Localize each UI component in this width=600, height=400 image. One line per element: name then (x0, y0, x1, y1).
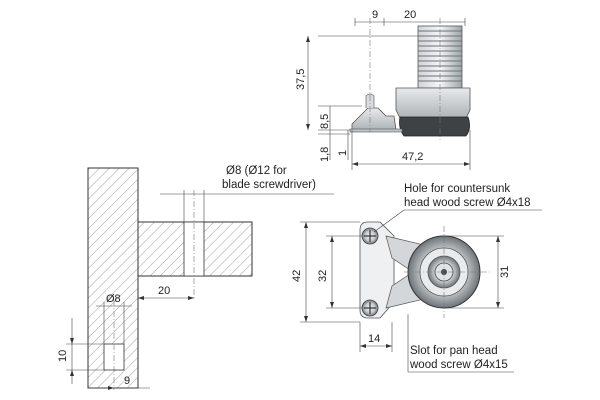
drill-note-line2: blade screwdriver) (222, 179, 316, 191)
dim-1: 1 (337, 150, 349, 156)
slot-note-line2: wood screw Ø4x15 (409, 359, 508, 371)
dim-14: 14 (368, 333, 380, 345)
mounting-bracket (351, 107, 397, 131)
dim-31: 31 (499, 266, 511, 278)
dim-32: 32 (317, 270, 329, 282)
leader-hole-note (373, 209, 405, 233)
hole-note-line1: Hole for countersunk (404, 183, 510, 195)
side-view: 9 20 37,5 8,5 1,8 1 47,2 (295, 9, 471, 170)
dim-9-section: 9 (124, 375, 130, 387)
dim-dia8: Ø8 (106, 293, 121, 305)
hole-note-line2: head wood screw Ø4x18 (404, 197, 531, 209)
dim-1-8: 1,8 (319, 147, 331, 162)
dim-9-top: 9 (372, 9, 378, 21)
dim-8-5: 8,5 (319, 114, 331, 129)
drill-note-line1: Ø8 (Ø12 for (226, 165, 287, 177)
plan-view: Hole for countersunk head wood screw Ø4x… (291, 183, 542, 373)
housing-body (395, 87, 471, 119)
section-view: Ø8 (Ø12 for blade screwdriver) 20 Ø8 10 … (57, 165, 334, 390)
base-plate (349, 128, 403, 133)
dim-10: 10 (57, 350, 69, 362)
dim-37-5: 37,5 (295, 69, 307, 90)
slot-note-line1: Slot for pan head (410, 345, 498, 357)
dim-20-section: 20 (158, 285, 170, 297)
rubber-base (399, 116, 470, 137)
dim-47-2: 47,2 (402, 151, 423, 163)
dim-20-top: 20 (404, 9, 416, 21)
dim-42: 42 (291, 270, 303, 282)
